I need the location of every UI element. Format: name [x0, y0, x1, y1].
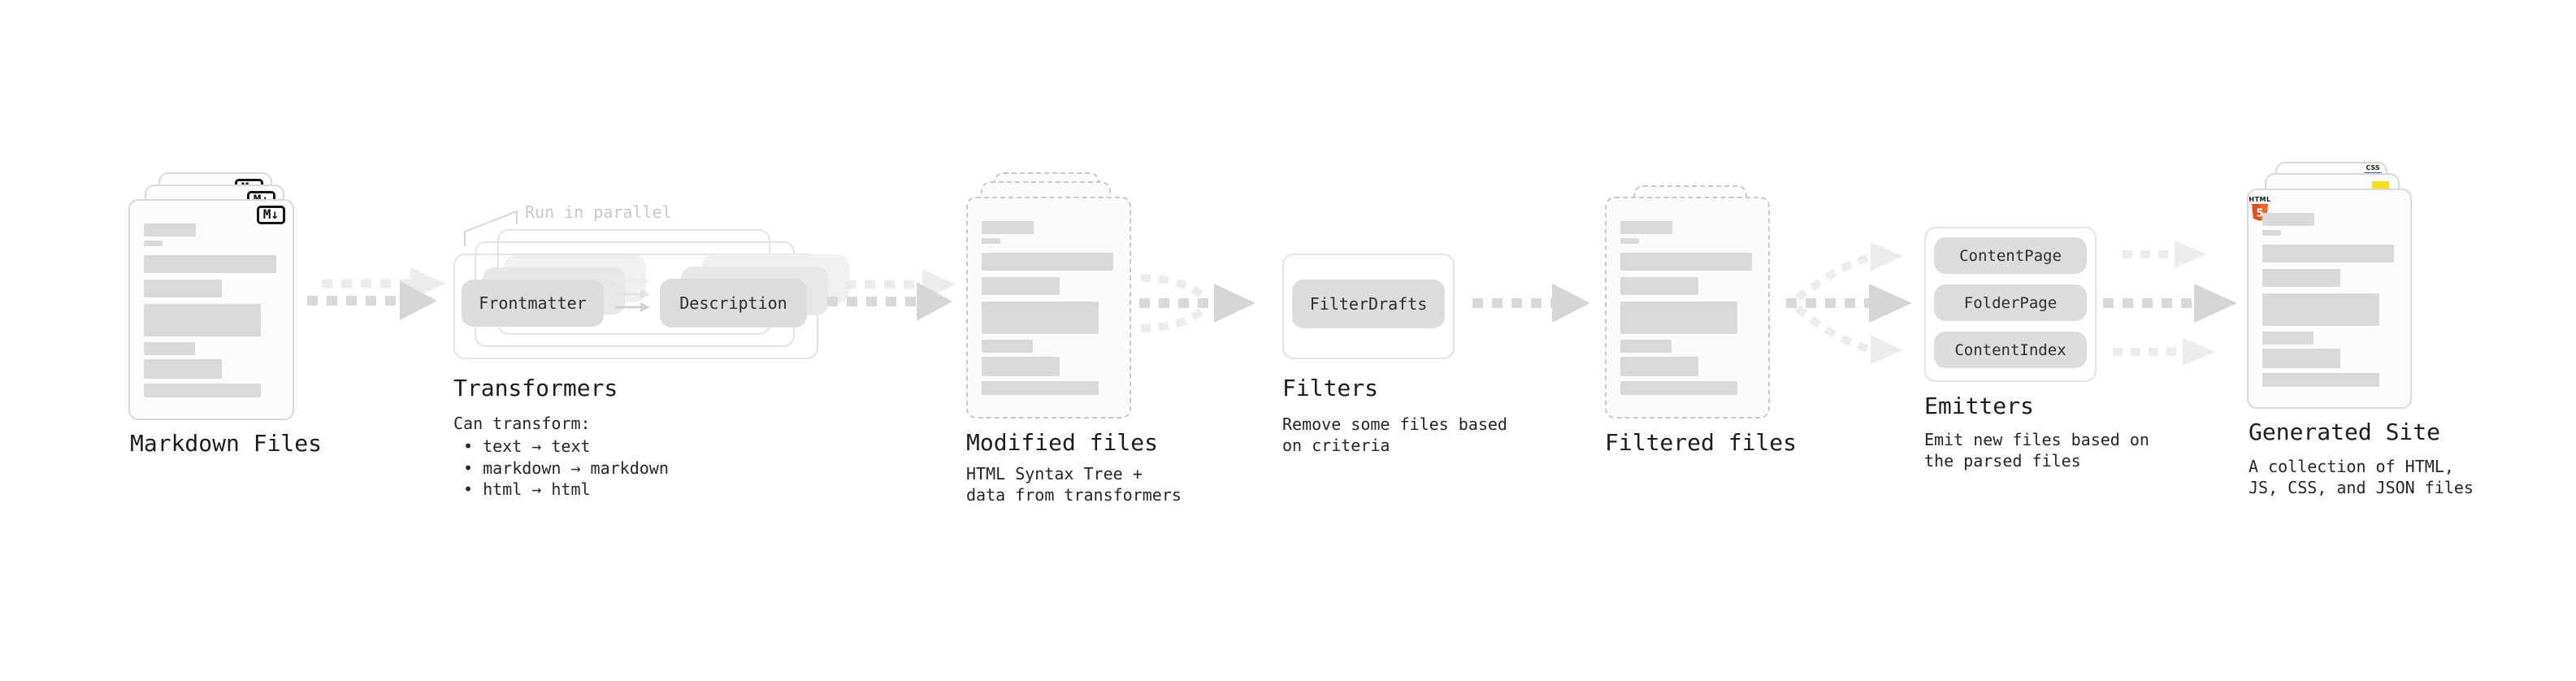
- markdown-file-front: M↓: [128, 199, 294, 420]
- generated-file-front: HTML 5: [2247, 189, 2412, 409]
- skeleton-bar: [144, 280, 223, 297]
- skeleton-bar: [2262, 373, 2379, 387]
- js-file-icon: [2372, 181, 2389, 190]
- markdown-icon: M↓: [256, 206, 285, 224]
- filtered-file-front: [1605, 197, 1770, 419]
- section-title-transformers: Transformers: [453, 375, 618, 401]
- folderpage-pill: FolderPage: [1934, 284, 2087, 321]
- skeleton-bar: [982, 340, 1033, 353]
- skeleton-bar: [1620, 277, 1698, 295]
- skeleton-bar: [1620, 221, 1672, 234]
- skeleton-bar: [1620, 238, 1639, 244]
- emitters-desc-1: Emit new files based on: [1924, 430, 2149, 449]
- modified-file-front: [966, 197, 1131, 419]
- skeleton-bar: [982, 301, 1099, 334]
- section-title-modified-files: Modified files: [966, 429, 1159, 456]
- arrow-filtered-to-emitters: [1786, 242, 1912, 364]
- description-pill: Description: [660, 279, 807, 327]
- file-content-skeleton: [982, 221, 1116, 395]
- skeleton-bar: [144, 255, 276, 273]
- skeleton-bar: [1620, 381, 1737, 395]
- skeleton-bar: [1620, 301, 1737, 334]
- contentpage-pill: ContentPage: [1934, 237, 2087, 274]
- skeleton-bar: [982, 277, 1060, 295]
- skeleton-bar: [144, 384, 262, 397]
- transformers-desc-heading: Can transform:: [453, 414, 591, 433]
- skeleton-bar: [2262, 332, 2314, 345]
- skeleton-bar: [2262, 245, 2394, 262]
- arrow-markdown-to-transformers: [307, 267, 445, 320]
- frontmatter-pill: Frontmatter: [462, 280, 604, 327]
- skeleton-bar: [1620, 253, 1752, 271]
- skeleton-bar: [144, 241, 163, 246]
- generated-site-desc-2: JS, CSS, and JSON files: [2249, 478, 2474, 497]
- skeleton-bar: [982, 238, 1000, 244]
- section-title-markdown-files: Markdown Files: [130, 430, 323, 457]
- emitters-desc-2: the parsed files: [1924, 451, 2081, 471]
- skeleton-bar: [982, 381, 1099, 395]
- skeleton-bar: [2262, 269, 2340, 287]
- skeleton-bar: [982, 357, 1060, 376]
- transformers-bullet-3: • html → html: [463, 479, 591, 499]
- skeleton-bar: [2262, 293, 2379, 326]
- skeleton-bar: [2262, 213, 2314, 226]
- modified-files-desc-2: data from transformers: [966, 485, 1182, 505]
- section-title-generated-site: Generated Site: [2249, 419, 2441, 445]
- skeleton-bar: [2262, 230, 2281, 236]
- html5-badge-label: HTML: [2249, 196, 2270, 203]
- skeleton-bar: [144, 359, 223, 379]
- transformers-bullet-2: • markdown → markdown: [463, 458, 669, 478]
- skeleton-bar: [1620, 340, 1672, 353]
- file-content-skeleton: [2262, 213, 2396, 387]
- generated-site-desc-1: A collection of HTML,: [2249, 457, 2454, 476]
- run-in-parallel-note: Run in parallel: [525, 202, 672, 222]
- filters-desc-1: Remove some files based: [1282, 414, 1507, 434]
- skeleton-bar: [982, 253, 1113, 271]
- skeleton-bar: [2262, 349, 2340, 368]
- transformers-bullet-1: • text → text: [463, 436, 591, 456]
- arrow-modified-to-filters: [1139, 274, 1255, 332]
- skeleton-bar: [1620, 357, 1698, 376]
- skeleton-bar: [144, 342, 196, 355]
- modified-files-desc-1: HTML Syntax Tree +: [966, 464, 1143, 484]
- file-content-skeleton: [144, 223, 279, 397]
- filterdrafts-pill: FilterDrafts: [1292, 280, 1445, 328]
- arrow-emitters-to-generated: [2103, 241, 2237, 366]
- skeleton-bar: [982, 221, 1034, 234]
- css-badge-label: CSS: [2366, 164, 2380, 171]
- skeleton-bar: [144, 304, 262, 336]
- section-title-filtered-files: Filtered files: [1605, 429, 1798, 456]
- contentindex-pill: ContentIndex: [1934, 332, 2087, 368]
- filters-desc-2: on criteria: [1282, 436, 1390, 455]
- skeleton-bar: [144, 223, 196, 236]
- arrow-filters-to-filtered: [1472, 284, 1590, 323]
- file-content-skeleton: [1620, 221, 1754, 395]
- section-title-filters: Filters: [1282, 375, 1379, 401]
- section-title-emitters: Emitters: [1924, 393, 2034, 419]
